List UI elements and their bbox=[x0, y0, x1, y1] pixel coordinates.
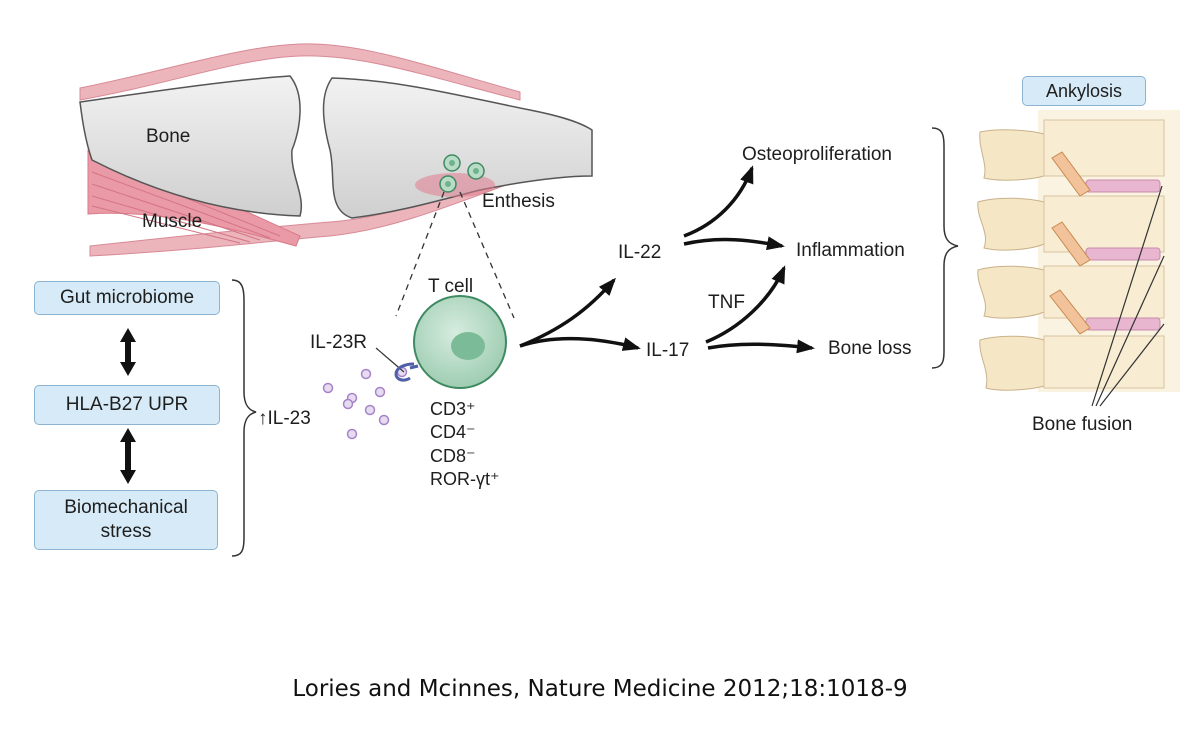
arrow-il22-to-osteoproliferation bbox=[683, 165, 754, 238]
fused-disc bbox=[1085, 179, 1161, 193]
right-bone bbox=[322, 77, 593, 219]
arrow-il17-to-bone-loss bbox=[707, 339, 815, 354]
marker-cd4: CD4⁻ bbox=[430, 422, 476, 443]
tnf-label: TNF bbox=[708, 292, 745, 313]
arrow-to-il17 bbox=[519, 336, 641, 351]
spine-illustration bbox=[977, 110, 1180, 407]
double-arrow-2 bbox=[120, 428, 136, 484]
il23r-label: IL-23R bbox=[310, 332, 367, 353]
tcell-markers: CD3⁺ CD4⁻ CD8⁻ ROR-γt⁺ bbox=[430, 398, 500, 492]
arrow-il17-to-inflammation bbox=[705, 265, 786, 344]
inflammation-label: Inflammation bbox=[796, 240, 905, 261]
marker-ror-gamma-t: ROR-γt⁺ bbox=[430, 469, 500, 490]
il23-dots bbox=[322, 366, 408, 440]
il22-label: IL-22 bbox=[618, 242, 661, 263]
citation: Lories and Mcinnes, Nature Medicine 2012… bbox=[292, 676, 908, 702]
zoom-line-left bbox=[395, 191, 445, 317]
fused-disc bbox=[1085, 247, 1161, 261]
bone-loss-label: Bone loss bbox=[828, 338, 911, 359]
trigger-box-gut-microbiome: Gut microbiome bbox=[34, 281, 220, 315]
tcell-output-arrows bbox=[519, 165, 815, 354]
joint-illustration: Bone Muscle Enthesis bbox=[79, 43, 593, 319]
vertebra bbox=[979, 335, 1045, 391]
ankylosis-label: Ankylosis bbox=[1045, 80, 1123, 101]
il17-label: IL-17 bbox=[646, 340, 689, 361]
arrow-to-il22 bbox=[519, 277, 616, 348]
trigger-arrows bbox=[120, 328, 136, 484]
t-cell-nucleus bbox=[451, 332, 485, 360]
t-cell bbox=[375, 295, 507, 389]
bone-fusion-label: Bone fusion bbox=[1032, 414, 1132, 435]
tcell-title: T cell bbox=[428, 276, 473, 297]
left-bone bbox=[79, 75, 302, 217]
muscle-label: Muscle bbox=[142, 211, 202, 232]
osteoproliferation-label: Osteoproliferation bbox=[742, 144, 892, 165]
il23r-receptor bbox=[394, 362, 415, 382]
ankylosis-box: Ankylosis bbox=[1022, 76, 1146, 106]
outcomes-brace bbox=[931, 127, 959, 369]
zoom-line-right bbox=[459, 191, 515, 319]
trigger-label: Gut microbiome bbox=[59, 287, 195, 309]
marker-cd3: CD3⁺ bbox=[430, 399, 476, 419]
il23-label: ↑IL-23 bbox=[258, 408, 311, 429]
joint-capsule bbox=[79, 43, 521, 101]
fused-disc bbox=[1085, 317, 1161, 331]
trigger-label: Biomechanical stress bbox=[64, 497, 188, 542]
arrow-il22-to-inflammation bbox=[683, 236, 785, 251]
trigger-label: HLA-B27 UPR bbox=[65, 394, 189, 416]
vertebra bbox=[977, 197, 1045, 251]
vertebra bbox=[979, 129, 1045, 181]
double-arrow-1 bbox=[120, 328, 136, 376]
trigger-box-hla-b27: HLA-B27 UPR bbox=[34, 385, 220, 425]
bone-label: Bone bbox=[146, 126, 190, 147]
trigger-box-biomechanical-stress: Biomechanical stress bbox=[34, 490, 218, 550]
enthesis-label: Enthesis bbox=[482, 191, 555, 212]
marker-cd8: CD8⁻ bbox=[430, 445, 476, 466]
vertebra bbox=[977, 265, 1045, 319]
triggers-brace bbox=[231, 279, 257, 557]
